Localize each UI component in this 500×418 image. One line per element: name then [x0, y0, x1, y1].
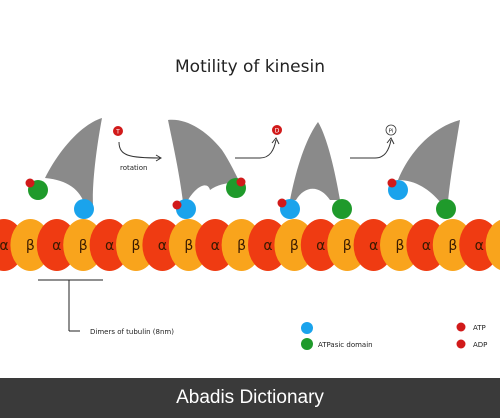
tubulin-symbol: α	[263, 238, 272, 254]
step-3: Pi	[350, 124, 397, 159]
tubulin-symbol: β	[396, 238, 405, 254]
nucleotide-badge	[272, 125, 282, 135]
step-1: T rotation	[113, 126, 162, 172]
beta-tubulin	[485, 220, 500, 270]
legend-blue-swatch	[301, 322, 313, 334]
blue-domain	[74, 199, 94, 219]
nucleotide-dot	[236, 177, 246, 187]
microtubule: αβαβαβαβαβαβαβαβαβαβα	[0, 219, 500, 271]
arrow-head	[155, 154, 162, 162]
bracket-label: Dimers of tubulin (8nm)	[90, 328, 174, 336]
dimer-bracket: Dimers of tubulin (8nm)	[38, 279, 174, 336]
step-label: rotation	[120, 164, 147, 172]
legend-atp-label: ATP	[473, 324, 486, 332]
legend-green-label: ATPasic domain	[318, 341, 373, 349]
legend: ATPasic domain ATP ADP	[301, 322, 487, 350]
tubulin-symbol: β	[184, 238, 193, 254]
kinesin-stage-1	[45, 118, 102, 205]
tubulin-symbol: β	[343, 238, 352, 254]
atpasic-domain	[436, 199, 456, 219]
tubulin-symbol: α	[316, 238, 325, 254]
motor-head	[45, 118, 102, 205]
legend-adp-label: ADP	[473, 341, 487, 349]
tubulin-symbol: β	[132, 238, 141, 254]
tubulin-symbol: α	[422, 238, 431, 254]
tubulin-symbol: β	[290, 238, 299, 254]
atpasic-domain	[332, 199, 352, 219]
tubulin-symbol: α	[475, 238, 484, 254]
legend-green-swatch	[301, 338, 313, 350]
tubulin-symbol: β	[448, 238, 457, 254]
kinesin-stage-2	[168, 119, 240, 202]
diagram-title: Motility of kinesin	[175, 57, 325, 77]
badge-letter: Pi	[389, 129, 394, 135]
tubulin-symbol: α	[158, 238, 167, 254]
footer-text: Abadis Dictionary	[176, 387, 324, 408]
footer-bar: Abadis Dictionary	[0, 378, 500, 418]
nucleotide-dot	[387, 178, 397, 188]
tubulin-symbol: β	[79, 238, 88, 254]
tubulin-symbol: α	[0, 238, 9, 254]
badge-letter: T	[115, 129, 120, 136]
motor-head	[290, 122, 340, 200]
nucleotide-badge	[385, 124, 397, 136]
step-arrow	[350, 139, 392, 159]
tubulin-symbol: α	[52, 238, 61, 254]
motor-head	[168, 119, 240, 202]
legend-adp-swatch	[456, 339, 466, 349]
diagram-canvas: Motility of kinesin T	[0, 57, 500, 350]
step-2: D	[235, 125, 282, 159]
tubulin-symbol: β	[237, 238, 246, 254]
nucleotide-badge	[113, 126, 123, 136]
step-arrow	[235, 139, 277, 159]
tubulin-symbol: α	[105, 238, 114, 254]
nucleotide-dot	[172, 200, 182, 210]
tubulin-symbol: β	[26, 238, 35, 254]
kinesin-stage-4	[398, 120, 460, 202]
nucleotide-dot	[277, 198, 287, 208]
tubulin-symbol: α	[369, 238, 378, 254]
step-arrow	[118, 141, 161, 159]
nucleotide-dot	[25, 178, 35, 188]
arrow-head	[271, 137, 280, 145]
kinesin-stage-3	[290, 122, 340, 200]
tubulin-symbol: α	[211, 238, 220, 254]
badge-letter: D	[275, 128, 280, 135]
legend-atp-swatch	[456, 322, 466, 332]
arrow-head	[386, 137, 395, 145]
motor-head	[398, 120, 460, 202]
